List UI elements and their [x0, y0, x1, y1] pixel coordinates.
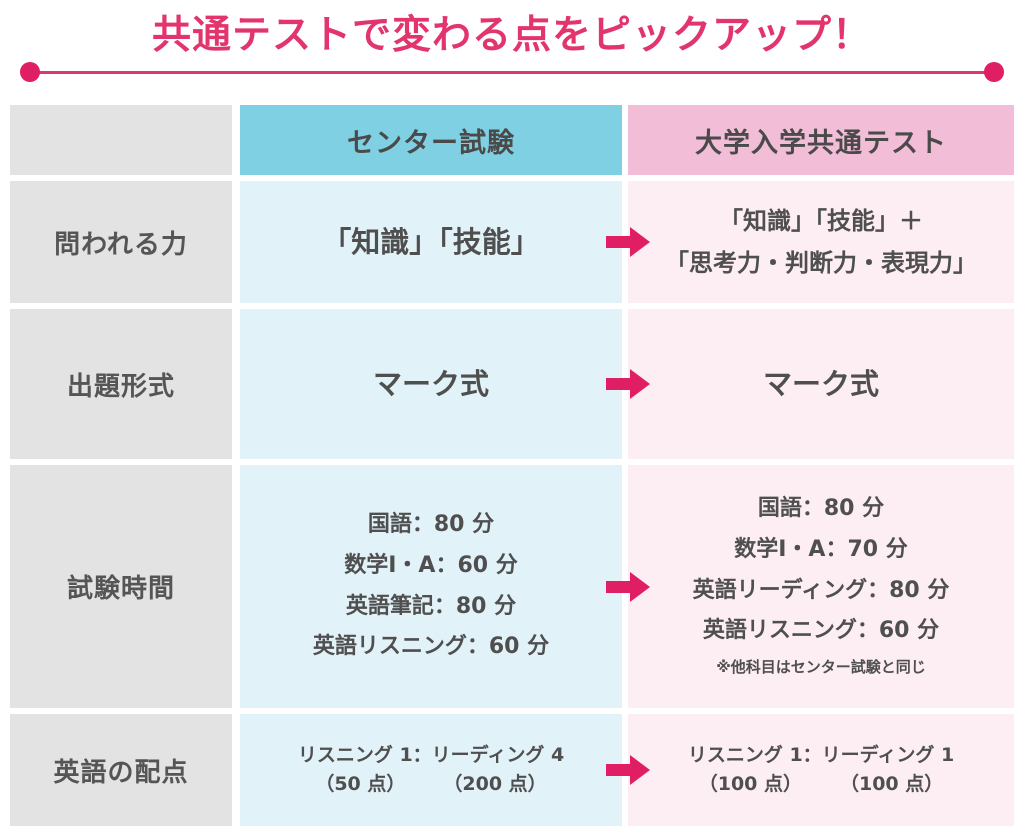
cell-line: （100 点） （100 点）	[698, 773, 944, 795]
table-row: 試験時間 国語：80 分 数学Ⅰ・A：60 分 英語筆記：80 分 英語リスニン…	[10, 465, 1014, 708]
title-block: 共通テストで変わる点をピックアップ！	[0, 0, 1024, 100]
row-center-ability: 「知識」「技能」	[240, 181, 622, 303]
page-title: 共通テストで変わる点をピックアップ！	[151, 13, 872, 58]
cell-line: リスニング 1：リーディング 4	[297, 743, 565, 766]
divider-bar	[32, 71, 992, 74]
cell-line: 「知識」「技能」	[322, 224, 540, 259]
comparison-table: センター試験 大学入学共通テスト 問われる力 「知識」「技能」 「知識」「技能」…	[10, 105, 1014, 832]
row-center-english-score: リスニング 1：リーディング 4 （50 点） （200 点）	[240, 714, 622, 826]
table-header-row: センター試験 大学入学共通テスト	[10, 105, 1014, 175]
divider-dot-right-icon	[984, 62, 1004, 82]
cell-line: 国語：80 分	[757, 496, 885, 522]
header-cell-blank	[10, 105, 232, 175]
header-cell-common-test: 大学入学共通テスト	[628, 105, 1014, 175]
cell-line: マーク式	[372, 366, 489, 401]
cell-note: ※他科目はセンター試験と同じ	[716, 658, 926, 677]
title-divider	[20, 62, 1004, 82]
cell-line: 「思考力・判断力・表現力」	[665, 249, 977, 277]
arrow-right-icon	[606, 755, 650, 785]
cell-line: 数学Ⅰ・A：70 分	[734, 537, 908, 563]
row-label-ability: 問われる力	[10, 181, 232, 303]
cell-line: 英語リスニング：60 分	[702, 618, 940, 644]
row-right-english-score: リスニング 1：リーディング 1 （100 点） （100 点）	[606, 714, 1014, 826]
row-label-format: 出題形式	[10, 309, 232, 459]
header-cell-center-exam: センター試験	[240, 105, 622, 175]
row-right-exam-time: 国語：80 分 数学Ⅰ・A：70 分 英語リーディング：80 分 英語リスニング…	[606, 465, 1014, 708]
row-center-format: マーク式	[240, 309, 622, 459]
arrow-right-icon	[606, 571, 650, 602]
cell-line: 「知識」「技能」＋	[719, 207, 923, 235]
cell-line: 英語リスニング：60 分	[312, 634, 550, 660]
arrow-right-icon	[606, 227, 650, 257]
cell-line: 英語筆記：80 分	[345, 593, 517, 619]
row-label-english-score: 英語の配点	[10, 714, 232, 826]
table-row: 出題形式 マーク式 マーク式	[10, 309, 1014, 459]
row-label-exam-time: 試験時間	[10, 465, 232, 708]
row-right-ability: 「知識」「技能」＋ 「思考力・判断力・表現力」	[606, 181, 1014, 303]
divider-dot-left-icon	[20, 62, 40, 82]
cell-line: 数学Ⅰ・A：60 分	[344, 552, 518, 578]
cell-line: 英語リーディング：80 分	[692, 577, 950, 603]
cell-line: 国語：80 分	[367, 512, 495, 538]
cell-line: （50 点） （200 点）	[315, 773, 547, 795]
row-right-format: マーク式	[606, 309, 1014, 459]
table-row: 問われる力 「知識」「技能」 「知識」「技能」＋ 「思考力・判断力・表現力」	[10, 181, 1014, 303]
row-center-exam-time: 国語：80 分 数学Ⅰ・A：60 分 英語筆記：80 分 英語リスニング：60 …	[240, 465, 622, 708]
table-row: 英語の配点 リスニング 1：リーディング 4 （50 点） （200 点） リス…	[10, 714, 1014, 826]
arrow-right-icon	[606, 369, 650, 399]
cell-line: リスニング 1：リーディング 1	[687, 743, 955, 766]
cell-line: マーク式	[762, 366, 879, 401]
